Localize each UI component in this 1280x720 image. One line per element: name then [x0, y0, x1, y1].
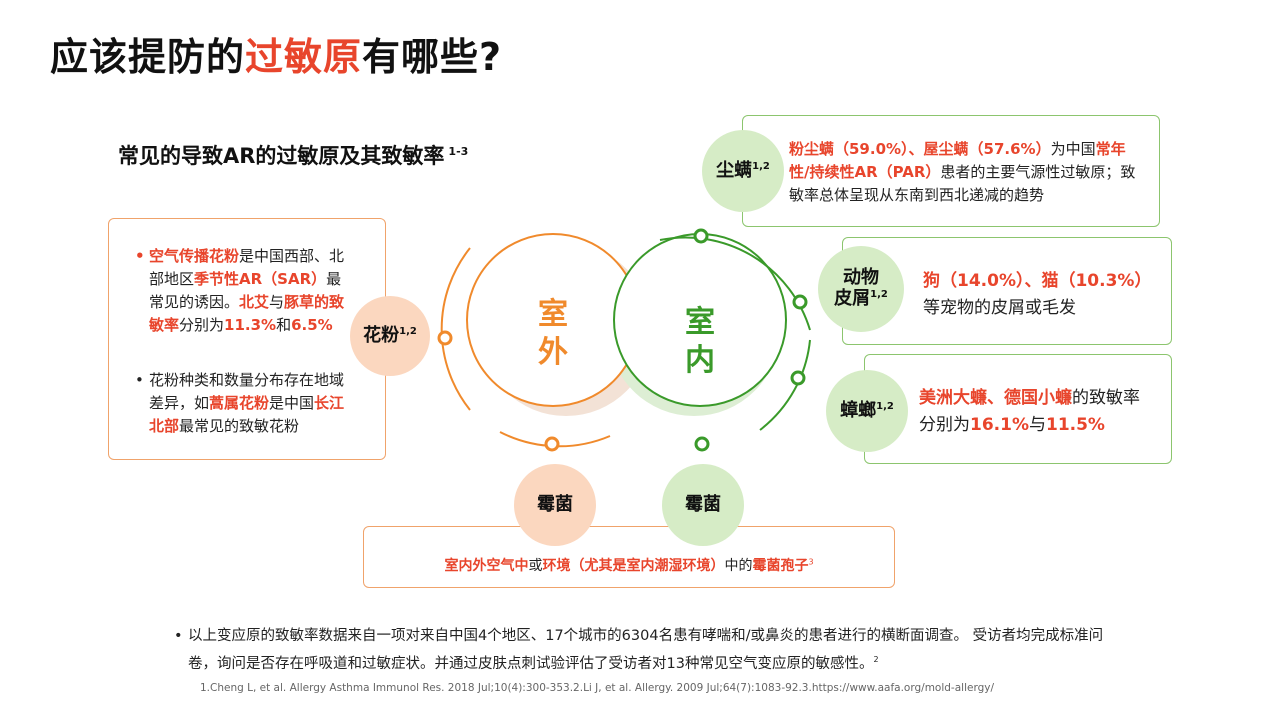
- animal-bubble: 动物皮屑1,2: [818, 246, 904, 332]
- page-title: 应该提防的过敏原有哪些?: [50, 35, 503, 79]
- pollen-bullet-1: •空气传播花粉是中国西部、北部地区季节性AR（SAR）最常见的诱因。北艾与豚草的…: [135, 247, 345, 334]
- animal-connector-dot: [792, 294, 808, 310]
- indoor-arc-right: [759, 339, 811, 431]
- cockroach-text: 美洲大蠊、德国小蠊的致敏率分别为16.1%与11.5%: [919, 388, 1140, 435]
- mold-indoor-bubble: 霉菌: [662, 464, 744, 546]
- cockroach-info-box: 美洲大蠊、德国小蠊的致敏率分别为16.1%与11.5%: [864, 354, 1172, 464]
- animal-text: 狗（14.0%）、猫（10.3%）等宠物的皮屑或毛发: [923, 271, 1152, 318]
- mold-info-box: 室内外空气中或环境（尤其是室内潮湿环境）中的霉菌孢子3: [363, 526, 895, 588]
- dust-mite-bubble: 尘螨1,2: [702, 130, 784, 212]
- dust-mite-info-box: 粉尘螨（59.0%）、屋尘螨（57.6%）为中国常年性/持续性AR（PAR）患者…: [742, 115, 1160, 227]
- mold-indoor-connector-dot: [694, 436, 710, 452]
- indoor-label: 室内: [685, 305, 715, 378]
- survey-footnote: •以上变应原的致敏率数据来自一项对来自中国4个地区、17个城市的6304名患有哮…: [174, 628, 1104, 672]
- mold-outdoor-connector-dot: [544, 436, 560, 452]
- mold-text: 室内外空气中或环境（尤其是室内潮湿环境）中的霉菌孢子3: [444, 557, 814, 574]
- cockroach-connector-dot: [790, 370, 806, 386]
- pollen-info-box: •空气传播花粉是中国西部、北部地区季节性AR（SAR）最常见的诱因。北艾与豚草的…: [108, 218, 386, 460]
- pollen-bullet-2: •花粉种类和数量分布存在地域差异，如蒿属花粉是中国长江北部最常见的致敏花粉: [135, 371, 345, 435]
- dust-mite-text: 粉尘螨（59.0%）、屋尘螨（57.6%）为中国常年性/持续性AR（PAR）患者…: [789, 140, 1136, 204]
- pollen-bubble: 花粉1,2: [350, 296, 430, 376]
- pollen-connector-dot: [437, 330, 453, 346]
- mold-outdoor-bubble: 霉菌: [514, 464, 596, 546]
- cockroach-bubble: 蟑螂1,2: [826, 370, 908, 452]
- outdoor-arc-left: [440, 247, 471, 411]
- references: 1.Cheng L, et al. Allergy Asthma Immunol…: [200, 682, 994, 694]
- dust-mite-connector-dot: [693, 228, 709, 244]
- outdoor-label: 室外: [538, 297, 568, 370]
